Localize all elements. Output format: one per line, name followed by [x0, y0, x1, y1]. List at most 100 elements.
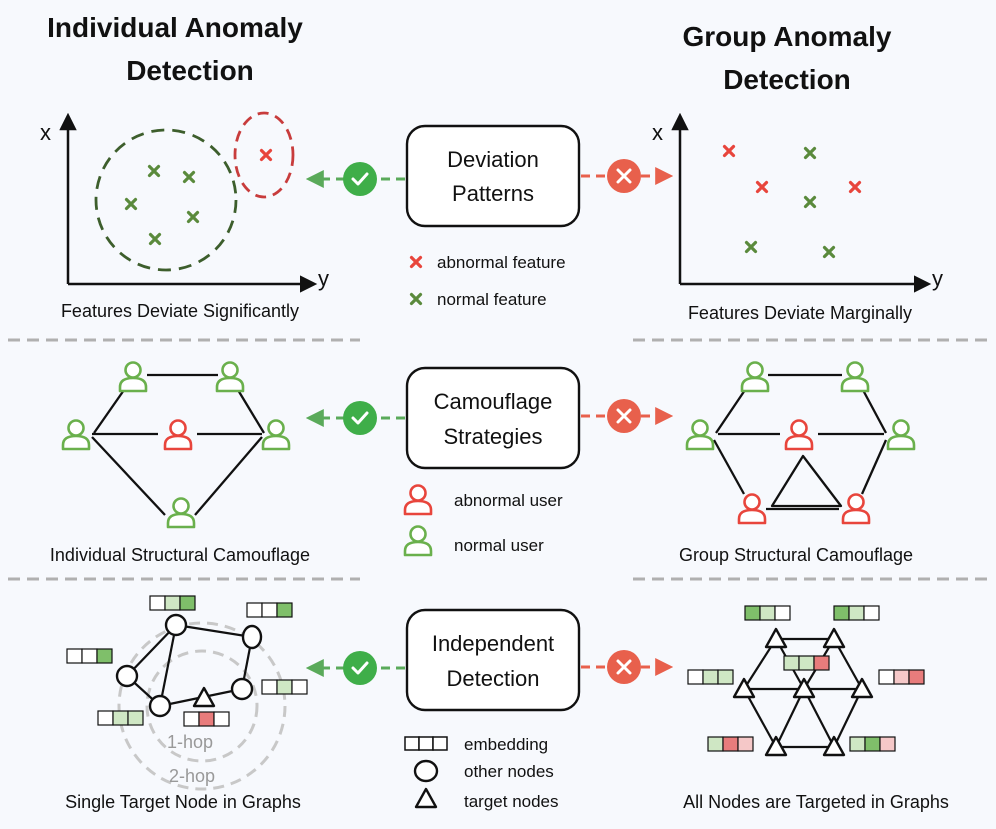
camouflage-strategies-box [405, 366, 581, 470]
camouflage-strategies-line1: Camouflage [434, 389, 553, 414]
deviation-patterns-box [405, 124, 581, 228]
normal-feature-legend-icon [409, 292, 423, 306]
other-node [230, 677, 254, 701]
abnormal-user-icon [737, 493, 767, 525]
right-title-line1: Group Anomaly [683, 21, 892, 52]
two-hop-label: 2-hop [169, 766, 215, 786]
normal-feature-mark [744, 240, 758, 254]
legend-normal-feature: normal feature [437, 290, 547, 309]
normal-feature-mark [148, 232, 162, 246]
embedding-vector [261, 679, 308, 695]
normal-feature-mark [124, 197, 138, 211]
embedding-vector [183, 711, 230, 727]
right-caption-row2: Group Structural Camouflage [679, 545, 913, 565]
deviation-patterns-line1: Deviation [447, 147, 539, 172]
other-node-legend-icon [413, 759, 439, 783]
independent-detection-line2: Detection [447, 666, 540, 691]
normal-user-icon [685, 419, 715, 451]
normal-feature-mark [147, 164, 161, 178]
single-target-graph: 1-hop 2-hop [115, 613, 287, 791]
independent-detection-line1: Independent [432, 631, 554, 656]
right-scatter-plot: x y [652, 112, 943, 293]
x-axis-label: x [652, 120, 663, 145]
embedding-vector [849, 736, 896, 752]
right-title-line2: Detection [723, 64, 851, 95]
left-caption-row1: Features Deviate Significantly [61, 301, 299, 321]
one-hop-label: 1-hop [167, 732, 213, 752]
abnormal-user-icon [163, 419, 193, 451]
normal-feature-mark [186, 210, 200, 224]
embedding-vector [246, 602, 293, 618]
abnormal-feature-mark [848, 180, 862, 194]
abnormal-cluster-outline [233, 111, 295, 199]
target-node [192, 686, 216, 708]
normal-user-icon [166, 497, 196, 529]
right-caption-row1: Features Deviate Marginally [688, 303, 912, 323]
embedding-vector [744, 605, 791, 621]
individual-camouflage-graph [61, 361, 291, 529]
other-node [164, 613, 188, 637]
normal-feature-mark [803, 146, 817, 160]
left-title-line1: Individual Anomaly [47, 12, 303, 43]
abnormal-feature-mark [755, 180, 769, 194]
legend-embedding: embedding [464, 735, 548, 754]
cross-icon [605, 157, 643, 195]
abnormal-feature-legend-icon [409, 255, 423, 269]
check-icon [341, 399, 379, 437]
normal-feature-mark [182, 170, 196, 184]
abnormal-user-icon [841, 493, 871, 525]
check-icon [341, 160, 379, 198]
embedding-vector [66, 648, 113, 664]
left-caption-row2: Individual Structural Camouflage [50, 545, 310, 565]
other-node [241, 624, 263, 650]
embedding-legend-icon [404, 736, 448, 751]
abnormal-user-legend-icon [403, 484, 433, 516]
cross-icon [605, 397, 643, 435]
y-axis-label: y [932, 266, 943, 291]
right-caption-row3: All Nodes are Targeted in Graphs [683, 792, 949, 812]
embedding-vector [833, 605, 880, 621]
normal-feature-mark [803, 195, 817, 209]
normal-user-icon [886, 419, 916, 451]
legend-abnormal-feature: abnormal feature [437, 253, 566, 272]
normal-user-icon [61, 419, 91, 451]
normal-user-icon [261, 419, 291, 451]
normal-user-icon [840, 361, 870, 393]
abnormal-feature-mark [259, 148, 273, 162]
legend-abnormal-user: abnormal user [454, 491, 563, 510]
normal-user-legend-icon [403, 525, 433, 557]
abnormal-feature-mark [722, 144, 736, 158]
embedding-vector [97, 710, 144, 726]
cross-icon [605, 648, 643, 686]
normal-user-icon [118, 361, 148, 393]
embedding-vector [149, 595, 196, 611]
x-axis-label: x [40, 120, 51, 145]
embedding-vector [783, 655, 830, 671]
group-camouflage-graph [685, 361, 916, 525]
legend-other-nodes: other nodes [464, 762, 554, 781]
embedding-vectors-left [66, 595, 308, 727]
embedding-vector [878, 669, 925, 685]
other-node [115, 664, 139, 688]
left-title-line2: Detection [126, 55, 254, 86]
other-node [148, 694, 172, 718]
normal-feature-mark [822, 245, 836, 259]
left-scatter-plot: x y [40, 111, 329, 293]
all-targeted-graph [732, 627, 874, 757]
camouflage-strategies-line2: Strategies [443, 424, 542, 449]
embedding-vectors-right [687, 605, 925, 752]
check-icon [341, 649, 379, 687]
deviation-patterns-line2: Patterns [452, 181, 534, 206]
y-axis-label: y [318, 266, 329, 291]
independent-detection-box [405, 608, 581, 712]
abnormal-user-icon [784, 419, 814, 451]
normal-user-icon [215, 361, 245, 393]
legend-normal-user: normal user [454, 536, 544, 555]
normal-cluster-outline [94, 128, 238, 272]
left-caption-row3: Single Target Node in Graphs [65, 792, 301, 812]
legend-target-nodes: target nodes [464, 792, 559, 811]
embedding-vector [687, 669, 734, 685]
target-node-legend-icon [414, 787, 438, 809]
